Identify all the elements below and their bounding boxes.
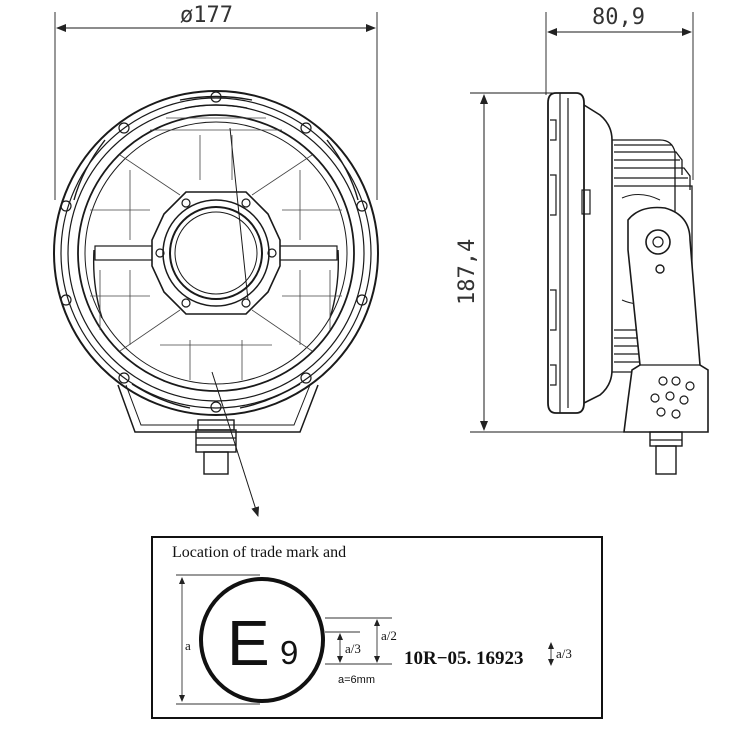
e-mark-letter: E xyxy=(227,607,270,679)
e-mark-number: 9 xyxy=(280,634,298,671)
label-frame xyxy=(151,536,603,719)
dim-a-value-label: a=6mm xyxy=(338,674,375,686)
depth-label: 80,9 xyxy=(592,5,645,30)
dim-a-label: a xyxy=(185,638,191,653)
dim-a3-left-label: a/3 xyxy=(345,641,361,656)
diameter-dimension xyxy=(54,12,378,200)
label-caption: Location of trade mark and xyxy=(172,544,346,561)
side-view xyxy=(470,12,709,475)
approval-mark-box: Location of trade mark and a a/3 a/2 a=6… xyxy=(151,536,603,719)
dim-a3-right-label: a/3 xyxy=(556,646,572,661)
depth-dimension xyxy=(545,12,694,180)
e-mark-logo: E 9 xyxy=(199,577,325,703)
diameter-label: ø177 xyxy=(180,3,233,28)
front-view xyxy=(53,12,379,517)
approval-code: 10R−05. 16923 xyxy=(404,648,524,669)
height-dimension xyxy=(470,92,630,433)
dim-a2-label: a/2 xyxy=(381,628,397,643)
height-label: 187,4 xyxy=(455,239,480,305)
